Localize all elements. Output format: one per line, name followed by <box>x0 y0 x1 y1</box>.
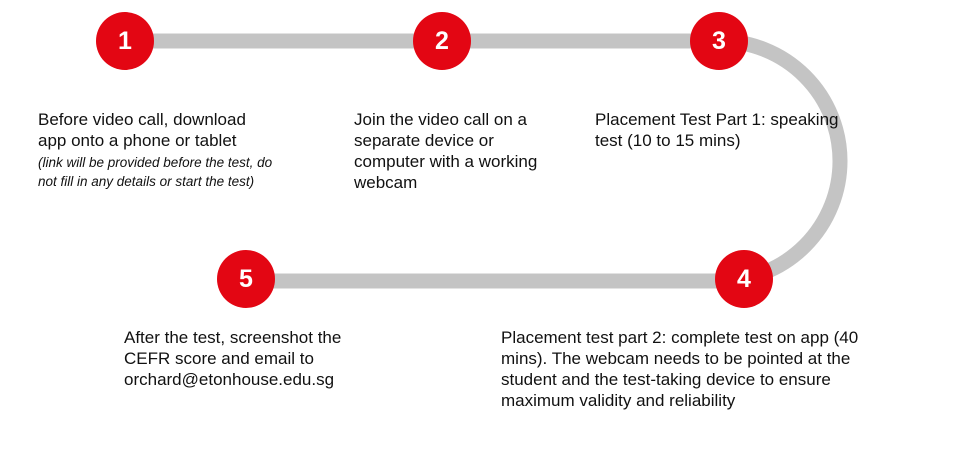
step-5-marker: 5 <box>217 250 275 308</box>
step-3-marker: 3 <box>690 12 748 70</box>
step-5-description: After the test, screenshot the CEFR scor… <box>124 327 379 390</box>
step-3-description: Placement Test Part 1: speaking test (10… <box>595 109 855 151</box>
step-4-text: Placement test part 2: complete test on … <box>501 328 859 410</box>
step-1-note: (link will be provided before the test, … <box>38 155 273 189</box>
step-3-text: Placement Test Part 1: speaking test (10… <box>595 110 839 150</box>
step-4-description: Placement test part 2: complete test on … <box>501 327 901 411</box>
step-2-description: Join the video call on a separate device… <box>354 109 544 193</box>
step-2-marker: 2 <box>413 12 471 70</box>
step-1-description: Before video call, download app onto a p… <box>38 109 278 191</box>
step-1-text: Before video call, download app onto a p… <box>38 110 246 150</box>
step-4-marker: 4 <box>715 250 773 308</box>
step-1-marker: 1 <box>96 12 154 70</box>
step-5-text: After the test, screenshot the CEFR scor… <box>124 328 342 389</box>
step-2-text: Join the video call on a separate device… <box>354 110 538 192</box>
